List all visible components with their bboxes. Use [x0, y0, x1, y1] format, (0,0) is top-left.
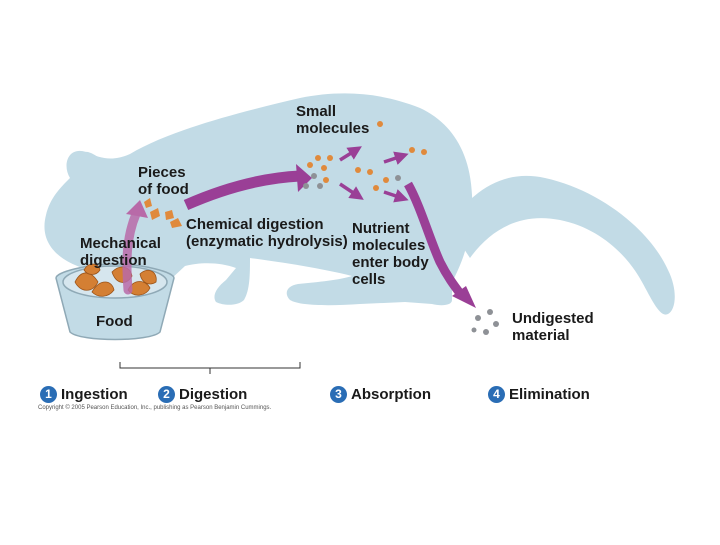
- chemical-digestion-arrow: [183, 170, 301, 211]
- elimination-arrowhead: [452, 286, 476, 308]
- stage-number-badge: 2: [158, 385, 175, 403]
- animal-silhouette: [44, 93, 675, 315]
- digestion-bracket: [119, 362, 301, 374]
- animal-tail: [448, 175, 675, 315]
- nutrient-molecules-label: Nutrient molecules enter body cells: [352, 220, 429, 288]
- pieces-of-food-line-2: of food: [138, 181, 189, 198]
- nutrient-line-1: Nutrient: [352, 220, 410, 237]
- pieces-of-food-line-1: Pieces: [138, 164, 186, 181]
- chemical-digestion-line-1: Chemical digestion: [186, 216, 324, 233]
- stage-absorption: 3 Absorption: [330, 384, 431, 404]
- mechanical-digestion-arrowhead: [126, 200, 148, 218]
- nutrient-line-2: molecules: [352, 237, 426, 254]
- small-molecules-label: Small molecules: [296, 103, 369, 137]
- stage-ingestion: 1 Ingestion: [40, 384, 128, 404]
- stage-label: Digestion: [179, 385, 248, 403]
- stage-number-badge: 3: [330, 385, 347, 403]
- chemical-digestion-line-2: (enzymatic hydrolysis): [186, 233, 348, 250]
- mechanical-digestion-line-2: digestion: [80, 252, 147, 269]
- food-bowl: [55, 263, 175, 341]
- stage-label: Ingestion: [61, 385, 128, 403]
- animal-ear: [72, 151, 110, 185]
- food-label: Food: [96, 313, 133, 330]
- nutrient-line-3: enter body: [352, 254, 429, 271]
- mechanical-digestion-arrow: [122, 209, 141, 295]
- small-molecules-line-1: Small: [296, 103, 337, 120]
- small-molecules-cluster: [303, 121, 427, 191]
- undigested-line-1: Undigested: [512, 310, 594, 327]
- stage-digestion: 2 Digestion: [158, 384, 247, 404]
- stage-label: Elimination: [509, 385, 590, 403]
- chemical-digestion-label: Chemical digestion (enzymatic hydrolysis…: [186, 216, 348, 250]
- stage-elimination: 4 Elimination: [488, 384, 590, 404]
- undigested-line-2: material: [512, 327, 570, 344]
- copyright-notice: Copyright © 2005 Pearson Education, Inc.…: [38, 405, 272, 411]
- food-in-bowl: [74, 263, 157, 297]
- mechanical-digestion-label: Mechanical digestion: [80, 235, 161, 269]
- undigested-particles: [471, 309, 499, 335]
- animal-body: [44, 93, 473, 306]
- elimination-arrow: [404, 181, 466, 299]
- stage-number-badge: 4: [488, 385, 505, 403]
- mechanical-digestion-line-1: Mechanical: [80, 235, 161, 252]
- small-molecules-line-2: molecules: [296, 120, 370, 137]
- stage-label: Absorption: [351, 385, 431, 403]
- chemical-digestion-arrowhead: [296, 164, 312, 192]
- undigested-material-label: Undigested material: [512, 310, 594, 344]
- food-pieces: [144, 198, 182, 228]
- absorption-arrows: [339, 146, 409, 203]
- nutrient-line-4: cells: [352, 271, 386, 288]
- pieces-of-food-label: Pieces of food: [138, 164, 189, 198]
- stage-number-badge: 1: [40, 385, 57, 403]
